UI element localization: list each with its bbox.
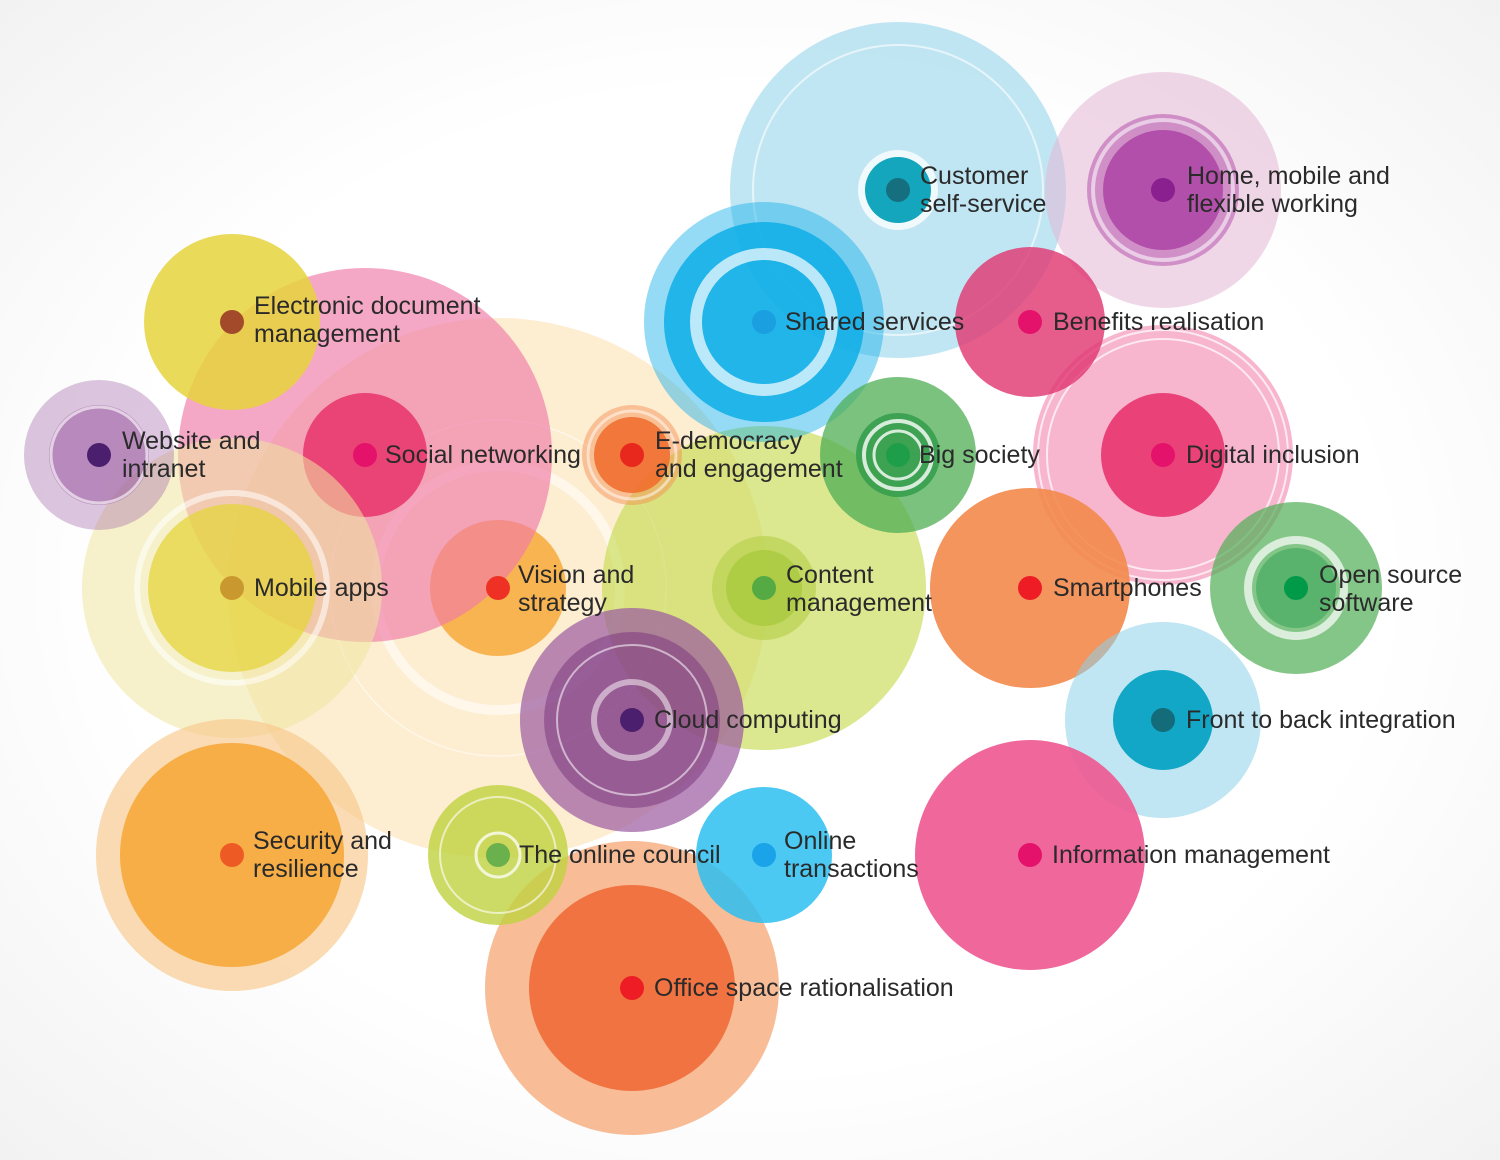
bubble-ring (439, 796, 557, 914)
topic-label-cloud-computing: Cloud computing (654, 706, 842, 734)
topic-label-mobile-apps: Mobile apps (254, 574, 389, 602)
topic-label-big-society: Big society (919, 441, 1040, 469)
topic-label-line: Shared services (785, 308, 965, 336)
topic-label-line: The online council (519, 841, 721, 869)
topic-dot-big-society (886, 443, 910, 467)
topic-label-social-networking: Social networking (385, 441, 581, 469)
bubble-ring (1244, 536, 1348, 640)
topic-label-line: Home, mobile and (1187, 162, 1390, 190)
topic-label-benefits-realisation: Benefits realisation (1053, 308, 1264, 336)
bubble-ring (1037, 329, 1289, 581)
topic-dot-website-and-intranet (87, 443, 111, 467)
topic-label-line: Online (784, 827, 857, 855)
topic-dot-social-networking (353, 443, 377, 467)
topic-label-smartphones: Smartphones (1053, 574, 1202, 602)
topic-dot-home-mobile-flexible-working (1151, 178, 1175, 202)
topic-dot-online-transactions (752, 843, 776, 867)
topic-dot-content-management (752, 576, 776, 600)
topic-dot-cloud-computing (620, 708, 644, 732)
topic-dot-benefits-realisation (1018, 310, 1042, 334)
topic-dot-smartphones (1018, 576, 1042, 600)
topic-dot-e-democracy-engagement (620, 443, 644, 467)
topic-dot-vision-and-strategy (486, 576, 510, 600)
topic-label-line: Benefits realisation (1053, 308, 1265, 336)
topic-label-digital-inclusion: Digital inclusion (1186, 441, 1360, 469)
topic-label-line: strategy (518, 589, 607, 617)
topic-label-line: Security and (253, 827, 392, 855)
bubble-ring (872, 429, 924, 481)
topic-dot-the-online-council (486, 843, 510, 867)
topic-label-information-management: Information management (1052, 841, 1330, 869)
topic-label-front-to-back-integration: Front to back integration (1186, 706, 1456, 734)
bubble-ring (1091, 118, 1235, 262)
bubble-ring (862, 419, 934, 491)
bubble-ring (690, 248, 838, 396)
bubble-ring (49, 405, 149, 505)
topic-label-line: Office space rationalisation (654, 974, 954, 1002)
topic-label-line: Cloud computing (654, 706, 842, 734)
topic-label-line: Electronic document (254, 292, 481, 320)
topic-label-shared-services: Shared services (785, 308, 964, 336)
topic-label-line: and engagement (655, 455, 843, 483)
topic-label-line: Front to back integration (1186, 706, 1456, 734)
topic-dot-front-to-back-integration (1151, 708, 1175, 732)
topic-label-the-online-council: The online council (519, 841, 721, 869)
topic-label-line: Content (786, 561, 874, 589)
topic-label-line: resilience (253, 855, 359, 883)
bubble-ring (1046, 338, 1280, 572)
topic-dot-information-management (1018, 843, 1042, 867)
topic-label-line: Customer (920, 162, 1029, 190)
topic-label-line: Information management (1052, 841, 1330, 869)
bubble-ring (586, 409, 678, 501)
topic-dot-electronic-document-management (220, 310, 244, 334)
topic-label-office-space-rationalisation: Office space rationalisation (654, 974, 954, 1002)
topic-label-line: flexible working (1187, 190, 1358, 218)
bubble-ring (752, 44, 1044, 336)
topic-dot-digital-inclusion (1151, 443, 1175, 467)
bubble-ring (474, 831, 522, 879)
topic-label-line: self-service (920, 190, 1047, 218)
topic-label-line: transactions (784, 855, 919, 883)
topic-label-line: Social networking (385, 441, 581, 469)
topic-label-line: Vision and (518, 561, 635, 589)
topic-label-line: Website and (122, 427, 261, 455)
topic-label-line: management (254, 320, 400, 348)
topic-label-line: intranet (122, 455, 206, 483)
topic-dot-mobile-apps (220, 576, 244, 600)
bubble-ring (556, 644, 708, 796)
bubble-ring (134, 490, 330, 686)
topic-label-line: software (1319, 589, 1414, 617)
topic-label-line: Smartphones (1053, 574, 1202, 602)
topic-label-line: Digital inclusion (1186, 441, 1360, 469)
topic-label-line: management (786, 589, 932, 617)
topic-dot-open-source-software (1284, 576, 1308, 600)
bubble-ring (591, 679, 673, 761)
topic-dot-office-space-rationalisation (620, 976, 644, 1000)
topic-dot-security-and-resilience (220, 843, 244, 867)
topic-label-line: Big society (919, 441, 1040, 469)
topic-label-line: Mobile apps (254, 574, 389, 602)
topic-label-line: Open source (1319, 561, 1463, 589)
topic-label-line: E-democracy (655, 427, 803, 455)
topic-dot-shared-services (752, 310, 776, 334)
topic-dot-customer-self-service (886, 178, 910, 202)
